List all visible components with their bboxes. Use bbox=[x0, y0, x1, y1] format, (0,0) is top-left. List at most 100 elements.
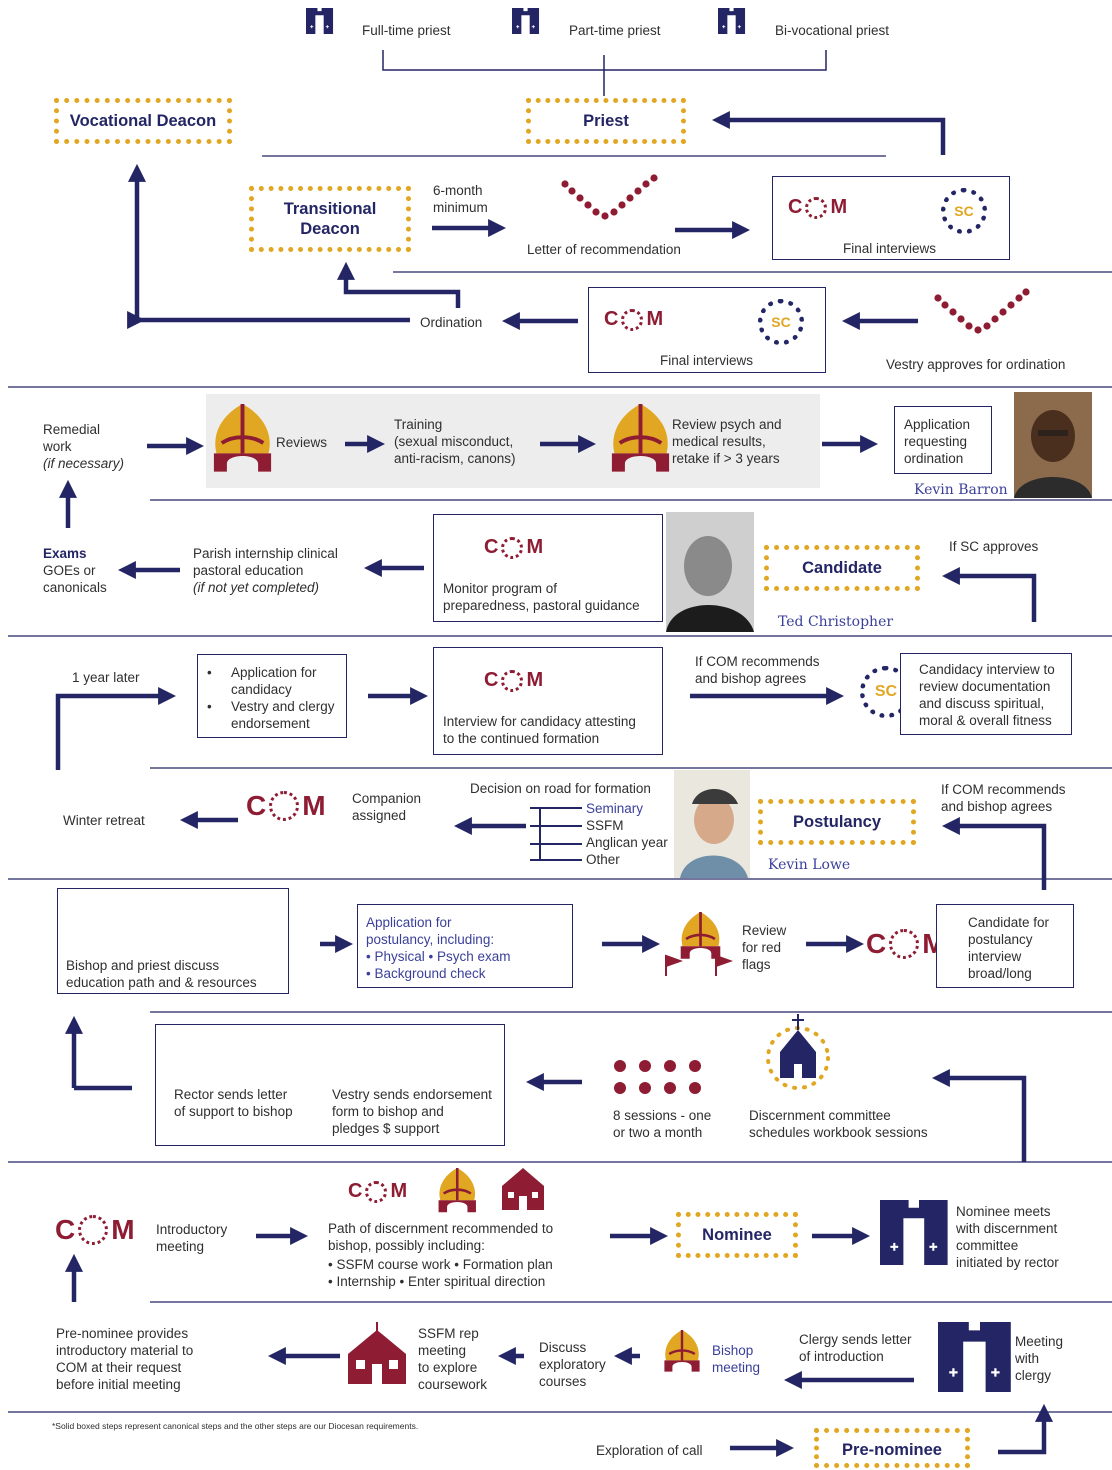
discuss-courses-label: Discuss exploratory courses bbox=[539, 1340, 606, 1389]
photo-kevin-barron bbox=[1014, 392, 1092, 498]
monitor-box bbox=[433, 514, 663, 622]
candidacy-interview-box bbox=[900, 653, 1072, 735]
if-com-recommends-label: If COM recommends and bishop agrees bbox=[695, 654, 820, 686]
postulancy-stage: Postulancy bbox=[792, 813, 882, 831]
transitional-deacon-frame bbox=[249, 186, 411, 252]
bead-arc-icon bbox=[561, 174, 658, 220]
bishop-priest-label: Bishop and priest discuss education path… bbox=[66, 958, 257, 990]
vocational-deacon-frame bbox=[54, 98, 232, 144]
clergy-letter-label: Clergy sends letter of introduction bbox=[799, 1332, 912, 1364]
formation-fork bbox=[530, 807, 582, 861]
application-item-background: • Background check bbox=[366, 966, 486, 981]
application-candidacy-label: Application for candidacy bbox=[231, 665, 317, 697]
sc-logo-icon: SC bbox=[941, 188, 987, 234]
if-not-completed-label: (if not yet completed) bbox=[193, 580, 320, 595]
vestry-endorse-label: Vestry sends endorsement form to bishop … bbox=[332, 1087, 492, 1136]
mitre-icon bbox=[679, 910, 722, 961]
transitional-deacon-stage: Transitional Deacon bbox=[283, 200, 377, 238]
church-icon bbox=[766, 1014, 830, 1090]
mitre-icon bbox=[663, 1328, 701, 1373]
path-item-ssfm: • SSFM course work • Formation plan bbox=[328, 1257, 553, 1272]
flag-icon bbox=[665, 954, 733, 976]
mitre-icon bbox=[437, 1166, 478, 1214]
bead-arc-icon bbox=[934, 288, 1030, 334]
stole-icon bbox=[936, 1320, 1012, 1394]
if-necessary-label: (if necessary) bbox=[43, 456, 125, 471]
full-time-priest-label: Full-time priest bbox=[362, 23, 451, 38]
path-item-internship: • Internship • Enter spiritual direction bbox=[328, 1274, 546, 1289]
sessions-label: 8 sessions - one or two a month bbox=[613, 1108, 712, 1140]
bullet-icon: • bbox=[207, 665, 212, 680]
remedial-work-label: Remedial work bbox=[43, 422, 101, 454]
one-year-later-label: 1 year later bbox=[72, 670, 140, 685]
application-postulancy-title: Application for postulancy, including: bbox=[366, 915, 495, 947]
candidate-frame bbox=[764, 545, 920, 591]
kevin-barron-caption: Kevin Barron bbox=[914, 482, 1008, 498]
mitre-icon bbox=[609, 402, 672, 474]
application-item-physical: • Physical • Psych exam bbox=[366, 949, 511, 964]
monitor-label: Monitor program of preparedness, pastora… bbox=[443, 581, 640, 613]
bullet-icon: • bbox=[207, 699, 212, 714]
postulancy-frame bbox=[758, 799, 916, 845]
vestry-clergy-label: Vestry and clergy endorsement bbox=[231, 699, 335, 731]
footnote: *Solid boxed steps represent canonical s… bbox=[52, 1421, 419, 1431]
photo-ted-christopher bbox=[666, 512, 754, 632]
option-seminary: Seminary bbox=[586, 801, 644, 816]
path-discernment-label: Path of discernment recommended to bisho… bbox=[328, 1221, 554, 1253]
candidate-stage: Candidate bbox=[802, 559, 882, 577]
option-anglican-year: Anglican year bbox=[586, 835, 668, 850]
ted-christopher-caption: Ted Christopher bbox=[778, 614, 894, 630]
ssfm-rep-label: SSFM rep meeting to explore coursework bbox=[418, 1326, 488, 1392]
training-label: Training (sexual misconduct, anti-racism… bbox=[394, 417, 516, 466]
stole-icon bbox=[305, 7, 334, 35]
vocational-deacon-stage: Vocational Deacon bbox=[69, 112, 217, 130]
committee-label: Discernment committee schedules workbook… bbox=[749, 1108, 928, 1140]
stole-icon bbox=[717, 7, 746, 35]
application-postulancy-box bbox=[357, 904, 573, 988]
review-flags-label: Review for red flags bbox=[742, 923, 787, 972]
letter-recommendation-label: Letter of recommendation bbox=[527, 242, 681, 257]
candidate-postulancy-box bbox=[936, 904, 1074, 988]
goes-label: GOEs or canonicals bbox=[43, 563, 107, 595]
application-ordination-label: Application requesting ordination bbox=[904, 417, 971, 466]
interview-candidacy-box bbox=[433, 647, 663, 755]
priest-frame bbox=[526, 98, 686, 144]
part-time-priest-label: Part-time priest bbox=[569, 23, 661, 38]
pre-nominee-stage: Pre-nominee bbox=[842, 1441, 942, 1459]
final-interviews-label-ord: Final interviews bbox=[660, 353, 754, 368]
review-psych-label: Review psych and medical results, retake… bbox=[672, 417, 782, 466]
dots-grid-icon bbox=[614, 1060, 701, 1094]
rector-letter-label: Rector sends letter of support to bishop bbox=[174, 1087, 293, 1119]
application-candidacy-box bbox=[197, 654, 347, 738]
if-com-recommends-label-2: If COM recommends and bishop agrees bbox=[941, 782, 1066, 814]
stole-icon bbox=[511, 7, 540, 35]
nominee-frame bbox=[676, 1212, 798, 1258]
decision-road-label: Decision on road for formation bbox=[470, 781, 651, 796]
bishop-priest-box bbox=[57, 888, 289, 994]
meeting-clergy-label: Meeting with clergy bbox=[1015, 1334, 1064, 1383]
parish-internship-label: Parish internship clinical pastoral educ… bbox=[193, 546, 338, 578]
mitre-icon bbox=[211, 402, 274, 474]
application-ordination-box bbox=[894, 406, 992, 474]
candidate-postulancy-label: Candidate for postulancy interview broad… bbox=[968, 915, 1050, 981]
ordination-label: Ordination bbox=[420, 315, 483, 330]
option-other: Other bbox=[586, 852, 620, 867]
candidacy-interview-label: Candidacy interview to review documentat… bbox=[919, 662, 1055, 728]
row-separators bbox=[8, 155, 1112, 1413]
priest-stage: Priest bbox=[583, 112, 629, 130]
pre-nominee-provides-label: Pre-nominee provides introductory materi… bbox=[56, 1326, 194, 1392]
schoolhouse-icon bbox=[502, 1168, 544, 1210]
photo-kevin-lowe bbox=[674, 770, 750, 878]
exploration-label: Exploration of call bbox=[596, 1443, 703, 1458]
sc-logo-icon: SC bbox=[758, 299, 804, 345]
if-sc-approves-label: If SC approves bbox=[949, 539, 1039, 554]
interview-candidacy-label: Interview for candidacy attesting to the… bbox=[443, 714, 636, 746]
stole-icon bbox=[878, 1198, 949, 1267]
winter-retreat-label: Winter retreat bbox=[63, 813, 145, 828]
